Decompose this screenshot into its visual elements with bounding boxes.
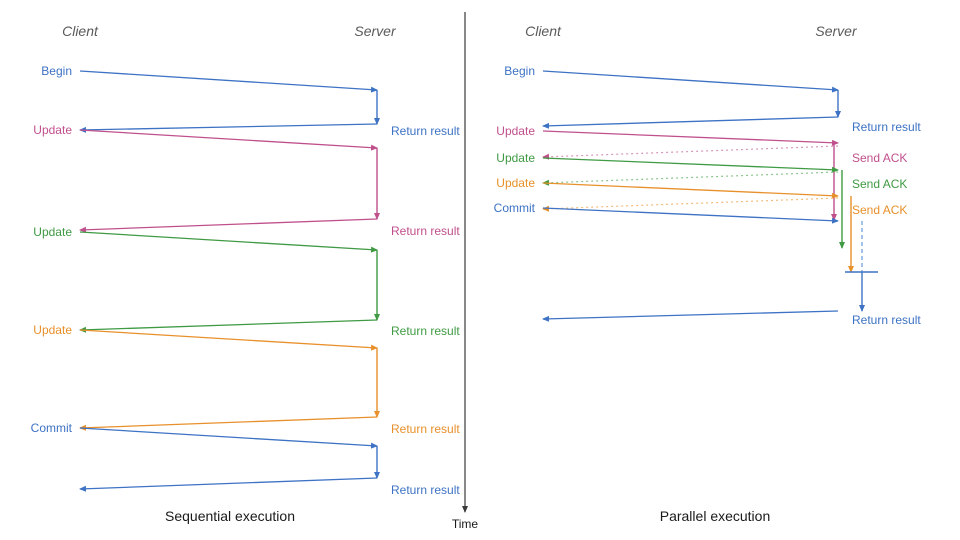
message-arrow-parallel-5[interactable]	[542, 171, 839, 186]
message-arrow-sequential-4[interactable]	[79, 231, 378, 253]
actor-label-client-sequential: Client	[62, 23, 99, 39]
message-label-parallel-1: Return result	[852, 120, 921, 134]
message-label-sequential-2: Update	[33, 123, 72, 137]
message-arrow-sequential-9[interactable]	[79, 477, 378, 492]
message-arrow-parallel-9[interactable]	[542, 310, 839, 322]
message-label-parallel-4: Update	[496, 151, 535, 165]
panel-caption-parallel: Parallel execution	[660, 508, 771, 524]
message-label-parallel-5: Send ACK	[852, 177, 907, 191]
message-label-sequential-7: Return result	[391, 422, 460, 436]
actor-label-client-parallel: Client	[525, 23, 562, 39]
message-arrow-parallel-7[interactable]	[542, 197, 839, 212]
message-label-parallel-7: Send ACK	[852, 203, 907, 217]
message-arrow-parallel-6[interactable]	[542, 182, 839, 199]
message-arrow-sequential-7[interactable]	[79, 416, 378, 431]
message-arrow-parallel-8[interactable]	[542, 207, 839, 224]
message-label-parallel-0: Begin	[504, 64, 535, 78]
actor-label-server-parallel: Server	[815, 23, 858, 39]
message-arrow-sequential-0[interactable]	[79, 70, 378, 93]
message-label-sequential-6: Update	[33, 323, 72, 337]
time-axis-label: Time	[452, 517, 479, 531]
message-arrow-sequential-1[interactable]	[79, 123, 378, 133]
message-arrow-sequential-2[interactable]	[79, 129, 378, 151]
message-arrow-parallel-3[interactable]	[542, 145, 839, 160]
message-label-sequential-3: Return result	[391, 224, 460, 238]
message-arrow-parallel-0[interactable]	[542, 70, 839, 93]
message-label-sequential-5: Return result	[391, 324, 460, 338]
message-label-parallel-9: Return result	[852, 313, 921, 327]
message-label-sequential-8: Commit	[31, 421, 73, 435]
message-arrow-sequential-8[interactable]	[79, 427, 378, 449]
message-arrow-sequential-3[interactable]	[79, 218, 378, 233]
message-label-parallel-8: Commit	[494, 201, 536, 215]
message-label-parallel-3: Send ACK	[852, 151, 907, 165]
actor-label-server-sequential: Server	[354, 23, 397, 39]
message-label-parallel-2: Update	[496, 124, 535, 138]
message-arrow-parallel-4[interactable]	[542, 157, 839, 173]
message-label-sequential-1: Return result	[391, 124, 460, 138]
message-arrow-parallel-2[interactable]	[542, 130, 839, 146]
message-label-parallel-6: Update	[496, 176, 535, 190]
message-arrow-parallel-1[interactable]	[542, 116, 839, 129]
message-arrow-sequential-6[interactable]	[79, 329, 378, 351]
panel-caption-sequential: Sequential execution	[165, 508, 295, 524]
message-label-sequential-0: Begin	[41, 64, 72, 78]
message-arrow-sequential-5[interactable]	[79, 319, 378, 333]
message-label-sequential-4: Update	[33, 225, 72, 239]
message-label-sequential-9: Return result	[391, 483, 460, 497]
